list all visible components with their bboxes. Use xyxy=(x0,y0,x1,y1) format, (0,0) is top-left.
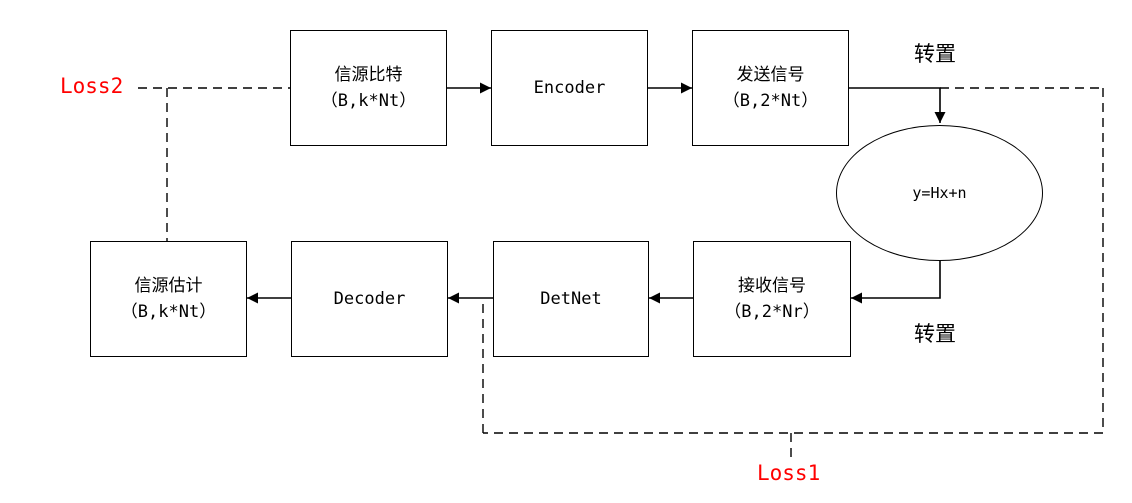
loss1-label: Loss1 xyxy=(757,461,821,485)
transpose-label-top: 转置 xyxy=(914,42,956,66)
encoder-title: Encoder xyxy=(533,78,606,98)
rx-signal-shape: （B,2*Nr） xyxy=(724,302,820,322)
source-bits-shape: （B,k*Nt） xyxy=(320,91,417,111)
tx-signal-shape: （B,2*Nt） xyxy=(722,91,819,111)
source-estimate-shape: （B,k*Nt） xyxy=(120,302,217,322)
source-bits-block: 信源比特 （B,k*Nt） xyxy=(290,30,447,146)
source-estimate-block: 信源估计 （B,k*Nt） xyxy=(90,241,247,357)
detnet-title: DetNet xyxy=(540,289,602,309)
rx-signal-block: 接收信号 （B,2*Nr） xyxy=(693,241,851,357)
transpose-label-bottom: 转置 xyxy=(914,322,956,346)
tx-signal-block: 发送信号 （B,2*Nt） xyxy=(692,30,849,146)
channel-ellipse: y=Hx+n xyxy=(836,125,1043,261)
loss2-label: Loss2 xyxy=(60,74,124,98)
source-estimate-title: 信源估计 xyxy=(134,276,203,296)
channel-equation: y=Hx+n xyxy=(912,184,967,202)
rx-signal-title: 接收信号 xyxy=(738,276,806,296)
encoder-block: Encoder xyxy=(491,30,648,146)
decoder-title: Decoder xyxy=(333,289,406,309)
arrow-tx-to-channel xyxy=(849,87,946,123)
source-bits-title: 信源比特 xyxy=(334,65,403,85)
arrow-channel-to-rx xyxy=(851,261,941,304)
tx-signal-title: 发送信号 xyxy=(736,65,805,85)
detnet-block: DetNet xyxy=(493,241,649,357)
decoder-block: Decoder xyxy=(291,241,448,357)
